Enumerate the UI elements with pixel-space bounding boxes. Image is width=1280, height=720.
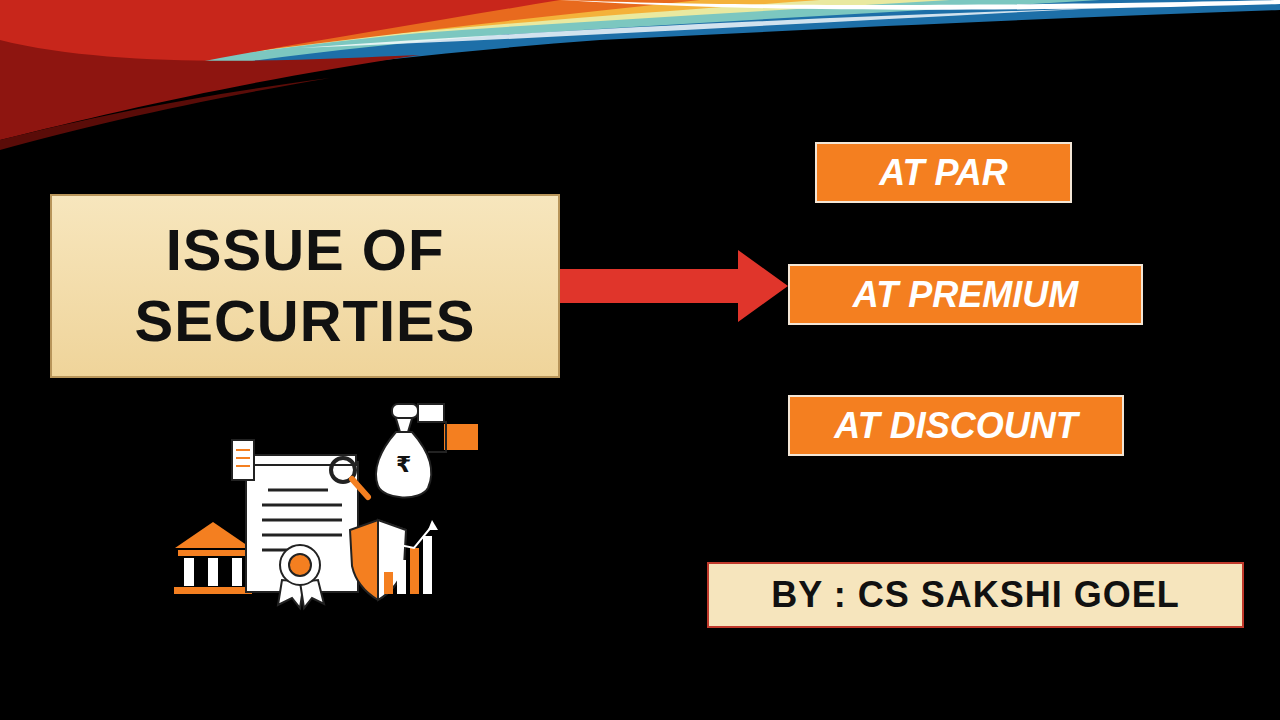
award-seal-icon [278, 545, 324, 608]
option-box: AT PAR [815, 142, 1072, 203]
box-text: AT PAR [879, 152, 1008, 194]
option-box: AT DISCOUNT [788, 395, 1124, 456]
bar-chart-icon [380, 520, 438, 594]
magnifier-icon [331, 458, 368, 497]
box-text: BY : CS SAKSHI GOEL [771, 574, 1179, 616]
rainbow-swoosh [0, 0, 1280, 150]
shield-icon [350, 520, 406, 600]
block-arrow [560, 250, 788, 322]
document-icon [232, 440, 358, 592]
money-bag-icon [376, 404, 478, 498]
bank-icon [174, 522, 252, 594]
option-box: AT PREMIUM [788, 264, 1143, 325]
currency-symbol: ₹ [396, 452, 411, 477]
box-text: AT PREMIUM [853, 274, 1078, 316]
finance-illustration [174, 404, 478, 608]
box-text: ISSUE OF SECURTIES [74, 215, 536, 357]
title-box: ISSUE OF SECURTIES [50, 194, 560, 378]
box-text: AT DISCOUNT [834, 405, 1077, 447]
author-box: BY : CS SAKSHI GOEL [707, 562, 1244, 628]
